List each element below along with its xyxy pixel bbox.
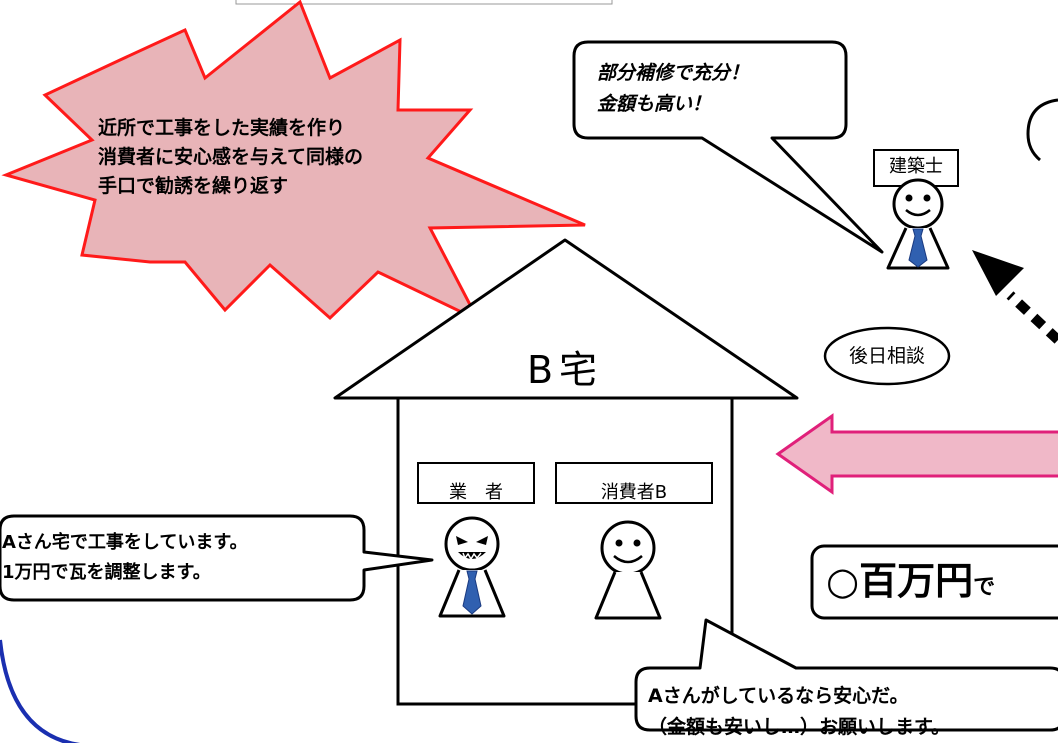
vendor-figure	[438, 516, 506, 618]
starburst-callout	[1, 0, 586, 324]
architect-bubble-text: 部分補修で充分！ 金額も高い！	[597, 58, 749, 120]
house-label: B宅	[526, 348, 604, 392]
vendor-bubble-text: Aさん宅で工事をしています。 1万円で瓦を調整します。	[2, 528, 248, 588]
bubble-line: Aさんがしているなら安心だ。	[648, 685, 909, 707]
architect-label: 建築士	[889, 156, 943, 177]
burst-text: 近所で工事をした実績を作り 消費者に安心感を与えて同様の 手口で勧誘を繰り返す	[98, 114, 398, 201]
vendor-label-box	[417, 462, 535, 504]
bubble-line: 部分補修で充分！	[597, 62, 750, 84]
consumer-figure	[594, 520, 662, 620]
price-text: ○百万円で	[826, 558, 995, 611]
price-box	[810, 544, 1058, 620]
price-main: ○百万円	[826, 559, 974, 603]
consult-label: 後日相談	[848, 345, 925, 367]
outer-frame-edge	[0, 639, 81, 743]
consult-arrow	[972, 250, 1058, 344]
bubble-line: Aさん宅で工事をしています。	[2, 532, 248, 553]
bubble-line: （金額も安いし…）お願いします。	[648, 716, 951, 738]
consult-ellipse	[823, 326, 951, 386]
offscreen-circle-fragment	[1026, 98, 1058, 162]
bubble-line: 1万円で瓦を調整します。	[2, 562, 211, 583]
price-suffix: で	[973, 575, 996, 600]
consumer-label: 消費者B	[600, 482, 668, 503]
consumer-speech-bubble	[634, 618, 1058, 732]
top-frame-fragment	[235, 0, 613, 5]
architect-speech-bubble	[572, 40, 884, 254]
burst-line: 消費者に安心感を与えて同様の	[98, 146, 364, 168]
house-outline	[333, 238, 799, 706]
consumer-label-box	[555, 462, 713, 504]
vendor-speech-bubble	[0, 514, 434, 602]
architect-figure	[886, 178, 950, 270]
pink-left-arrow	[775, 413, 1058, 495]
vendor-label: 業 者	[449, 482, 503, 503]
burst-line: 近所で工事をした実績を作り	[98, 117, 346, 139]
consumer-bubble-text: Aさんがしているなら安心だ。 （金額も安いし…）お願いします。	[648, 681, 950, 743]
bubble-line: 金額も高い！	[597, 93, 712, 115]
burst-line: 手口で勧誘を繰り返す	[98, 175, 289, 197]
